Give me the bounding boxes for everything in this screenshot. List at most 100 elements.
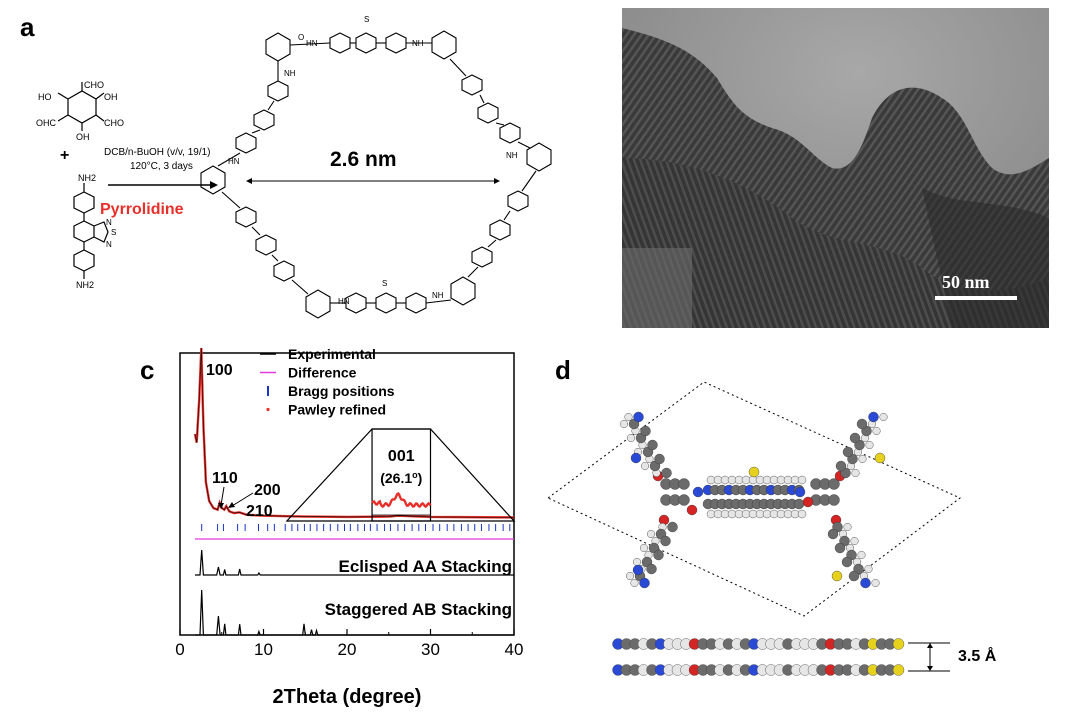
atom-n-corner1 <box>630 452 642 464</box>
atom-linker-h2 <box>762 509 772 519</box>
atom-knot-left <box>678 478 690 490</box>
atom-linker-h <box>776 475 786 485</box>
atom-linker-h2 <box>797 509 807 519</box>
experimental-line <box>194 347 515 518</box>
atom-arm-h-1 <box>632 557 641 566</box>
atom-linker-h <box>720 475 730 485</box>
catalyst-label: Pyrrolidine <box>100 201 184 218</box>
atom-arm-h-0 <box>624 413 633 422</box>
atom-arm-h-1 <box>630 578 639 587</box>
atom-arm-0 <box>654 453 665 465</box>
tem-image: 50 nm <box>622 8 1049 328</box>
atom-linker-h <box>706 475 716 485</box>
atom-linker-h <box>727 475 737 485</box>
atom-label-s-bottom: S <box>382 279 387 288</box>
scale-bar <box>935 296 1017 300</box>
stacking-layers <box>612 638 950 676</box>
atom-arm-2 <box>856 418 868 430</box>
atom-linker-h <box>741 475 751 485</box>
reactant1-label-ohc: OHC <box>36 118 57 128</box>
atom-linker-h <box>748 475 758 485</box>
atom-arm-h-2 <box>872 427 881 436</box>
x-tick-label-30: 30 <box>421 640 440 659</box>
atom-arm-0 <box>633 411 644 423</box>
atom-arm-h-3 <box>864 564 873 573</box>
atom-linker-h2 <box>720 509 730 519</box>
atom-s-corner2 <box>831 570 843 582</box>
atom-linker-h <box>713 475 723 485</box>
atom-linker-c2 <box>793 498 805 510</box>
x-tick-label-20: 20 <box>338 640 357 659</box>
panel-label-d: d <box>555 355 571 385</box>
crystal-model <box>547 381 961 617</box>
atom-knot-right <box>828 494 840 506</box>
atom-s-corner1 <box>874 452 886 464</box>
reactant2-n-top: N <box>106 218 112 227</box>
legend-label-0: Experimental <box>288 346 376 362</box>
legend-label-2: Bragg positions <box>288 383 395 399</box>
atom-arm-h-0 <box>619 420 628 429</box>
reactant1-label-cho-right: CHO <box>104 118 124 128</box>
tem-micrograph <box>622 8 1049 328</box>
atom-arm-2 <box>868 411 879 423</box>
atom-arm-h-3 <box>843 522 852 531</box>
x-axis-label: 2Theta (degree) <box>273 686 422 708</box>
atom-arm-3 <box>841 556 853 568</box>
atom-arm-h-2 <box>858 454 867 463</box>
atom-arm-0 <box>640 425 651 437</box>
reactant2-n-bottom: N <box>106 240 112 249</box>
peak-label-210: 210 <box>246 503 273 520</box>
layer-atom <box>892 638 905 650</box>
inset-peak-curve <box>371 491 432 509</box>
label-ab-stacking: Staggered AB Stacking <box>325 600 512 619</box>
layer-atom <box>892 664 905 676</box>
x-tick-label-40: 40 <box>505 640 524 659</box>
atom-o-right1 <box>802 496 814 508</box>
peak-pointer-110 <box>220 486 225 506</box>
conditions-line2: 120°C, 3 days <box>130 161 193 172</box>
atom-label-hn-bottom: HN <box>338 297 350 306</box>
atom-linker-h2 <box>713 509 723 519</box>
atom-arm-h-3 <box>857 550 866 559</box>
atom-arm-h-2 <box>879 413 888 422</box>
atom-arm-2 <box>849 432 861 444</box>
atom-arm-1 <box>667 521 678 533</box>
atom-linker-h <box>755 475 765 485</box>
atom-label-nh-left: NH <box>284 69 296 78</box>
atom-arm-1 <box>646 563 657 575</box>
atom-label-s-top: S <box>364 15 369 24</box>
atom-linker-h <box>790 475 800 485</box>
peak-arrow-110 <box>218 503 224 509</box>
atom-linker-h <box>769 475 779 485</box>
atom-label-nh-bottom: NH <box>432 291 444 300</box>
series-line-2 <box>195 549 514 576</box>
atom-arm-0 <box>661 467 672 479</box>
molecule-atoms <box>619 411 888 589</box>
atom-arm-1 <box>639 577 650 589</box>
atom-label-nh-top: NH <box>412 39 424 48</box>
layer-spacing-label: 3.5 Å <box>958 648 997 665</box>
atom-n-corner2 <box>632 564 644 576</box>
atom-s-center <box>748 466 760 478</box>
scale-bar-label: 50 nm <box>942 272 990 292</box>
atom-arm-h-3 <box>850 536 859 545</box>
atom-arm-h-3 <box>871 578 880 587</box>
atom-arm-h-2 <box>865 441 874 450</box>
atom-arm-3 <box>848 570 860 582</box>
atom-label-nh-right: NH <box>506 151 518 160</box>
atom-linker-h <box>797 475 807 485</box>
reactant1-label-cho-top: CHO <box>84 80 104 90</box>
panel-label-c: c <box>140 355 155 385</box>
atom-arm-1 <box>660 535 671 547</box>
legend-swatch-3 <box>266 407 270 412</box>
inset-box <box>371 428 432 522</box>
plus-sign: + <box>60 147 69 164</box>
series-line-3 <box>195 589 514 636</box>
atom-linker-h2 <box>741 509 751 519</box>
x-tick-label-10: 10 <box>254 640 273 659</box>
reactant-aldehyde <box>57 82 105 131</box>
peak-arrow-200 <box>228 502 235 508</box>
peak-label-200: 200 <box>254 482 281 499</box>
atom-arm-1 <box>653 549 664 561</box>
